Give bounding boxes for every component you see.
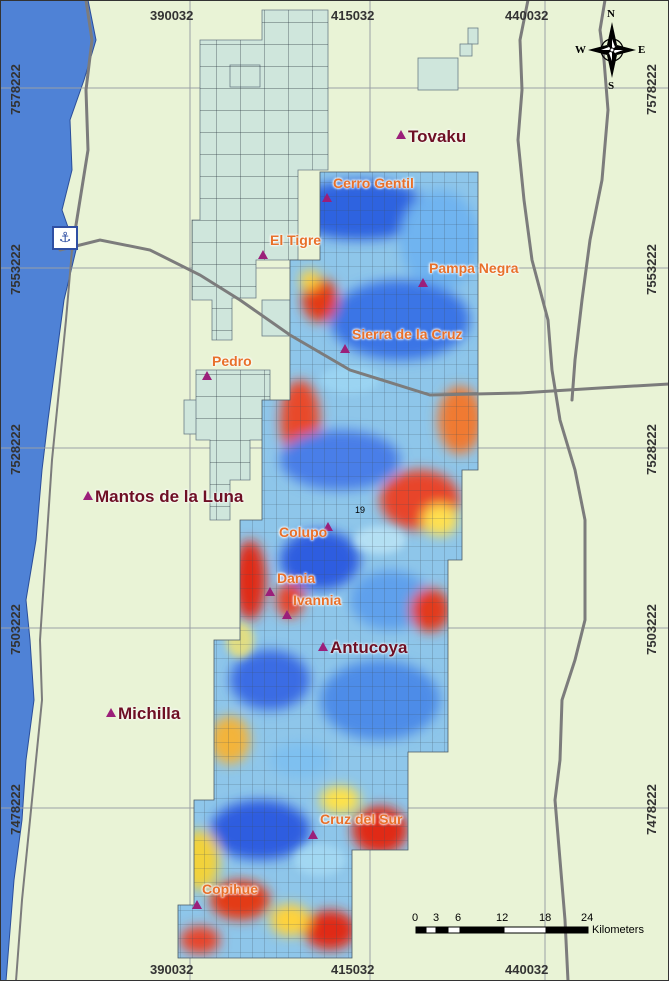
scale-label: 12 (496, 912, 509, 924)
road-east-2 (570, 0, 610, 402)
scale-unit: Kilometers (592, 924, 644, 936)
northing-tick: 7478222 (7, 784, 23, 835)
place-label[interactable]: Copihue (202, 881, 258, 897)
scale-label: 3 (433, 912, 440, 924)
place-marker-icon (202, 371, 212, 380)
place-marker-icon (396, 130, 406, 139)
place-label[interactable]: Sierra de la Cruz (352, 326, 463, 342)
place-label-major[interactable]: Antucoya (330, 638, 408, 657)
northing-tick: 7528222 (7, 424, 23, 475)
compass-rose (588, 22, 636, 78)
easting-tick: 415032 (331, 962, 375, 977)
road-east-1 (516, 0, 587, 981)
place-marker-icon (83, 491, 93, 500)
place-label[interactable]: Ivannia (293, 592, 342, 608)
easting-tick: 390032 (150, 8, 194, 23)
place-marker-icon (318, 642, 328, 651)
place-marker-icon (308, 830, 318, 839)
northing-tick: 7478222 (643, 784, 659, 835)
northing-tick: 7578222 (643, 64, 659, 115)
place-label-major[interactable]: Michilla (118, 704, 181, 723)
compass-west: W (575, 44, 586, 56)
easting-tick: 415032 (331, 8, 375, 23)
place-marker-icon (258, 250, 268, 259)
road-coast (70, 0, 94, 252)
place-marker-icon (265, 587, 275, 596)
northing-tick: 7528222 (643, 424, 659, 475)
northing-tick: 7503222 (7, 604, 23, 655)
easting-tick: 440032 (505, 962, 549, 977)
place-label-major[interactable]: Mantos de la Luna (95, 487, 244, 506)
place-marker-icon (106, 708, 116, 717)
place-label-major[interactable]: Tovaku (408, 127, 467, 146)
northing-tick: 7553222 (7, 244, 23, 295)
place-marker-icon (323, 522, 333, 531)
place-label[interactable]: Cerro Gentil (333, 175, 414, 191)
scale-label: 24 (581, 912, 594, 924)
place-label[interactable]: Colupo (279, 524, 328, 540)
place-marker-icon (418, 278, 428, 287)
place-marker-icon (282, 610, 292, 619)
northing-tick: 7553222 (643, 244, 659, 295)
scale-label: 6 (455, 912, 462, 924)
compass-east: E (638, 44, 646, 56)
easting-tick: 390032 (150, 962, 194, 977)
northing-tick: 7503222 (643, 604, 659, 655)
scale-label: 0 (412, 912, 419, 924)
easting-tick: 440032 (505, 8, 549, 23)
place-label[interactable]: El Tigre (270, 232, 322, 248)
place-marker-icon (192, 900, 202, 909)
port-anchor-icon: ⚓ (52, 226, 78, 250)
place-marker-icon (322, 193, 332, 202)
claim-number: 19 (355, 505, 366, 515)
compass-south: S (608, 80, 615, 92)
place-marker-icon (340, 344, 350, 353)
northing-tick: 7578222 (7, 64, 23, 115)
place-label[interactable]: Pampa Negra (429, 260, 519, 276)
place-label[interactable]: Cruz del Sur (320, 811, 403, 827)
place-label[interactable]: Pedro (212, 353, 252, 369)
compass-north: N (607, 8, 615, 20)
scale-label: 18 (539, 912, 552, 924)
road-main (58, 238, 669, 397)
place-label[interactable]: Dania (277, 570, 316, 586)
scale-bar-graphic (415, 926, 589, 934)
